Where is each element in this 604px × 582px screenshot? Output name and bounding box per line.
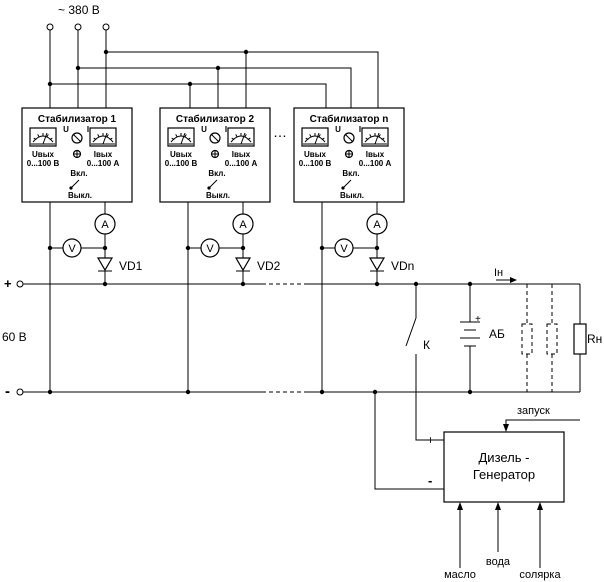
u-out-label: Uвых bbox=[304, 150, 327, 159]
plus-bus bbox=[16, 280, 580, 288]
generator-input-oil: масло bbox=[444, 569, 476, 581]
generator-title-line1: Дизель - bbox=[479, 450, 530, 465]
generator-plus-label: + bbox=[427, 433, 434, 447]
generator-input-water: вода bbox=[486, 556, 511, 568]
generator-input-diesel: солярка bbox=[519, 569, 561, 581]
generator-start-wire bbox=[505, 419, 580, 426]
stabilizer-box bbox=[159, 107, 271, 203]
load-current-arrowhead bbox=[510, 277, 517, 283]
power-on-label: Вкл. bbox=[342, 169, 359, 178]
adjust-knob-icon bbox=[210, 149, 220, 159]
diode-3 bbox=[368, 257, 386, 272]
u-out-range: 0...100 В bbox=[165, 159, 198, 168]
power-switch-icon bbox=[69, 179, 80, 190]
resistor-label: Rн bbox=[587, 332, 602, 346]
i-out-label: Iвых bbox=[232, 150, 251, 159]
stabilizer-title: Стабилизатор n bbox=[310, 113, 389, 125]
selector-u-label: U bbox=[201, 125, 207, 134]
ammeter-2: A bbox=[232, 213, 254, 235]
voltage-panel-meter-icon bbox=[29, 127, 57, 147]
voltmeter-label: V bbox=[206, 243, 214, 255]
voltmeter-1: V bbox=[62, 238, 82, 258]
power-switch-icon bbox=[341, 179, 352, 190]
generator-title-line2: Генератор bbox=[473, 467, 535, 482]
supply-phase-lines bbox=[49, 30, 379, 108]
supply-terminals bbox=[46, 23, 110, 31]
voltmeter-label: V bbox=[68, 243, 76, 255]
power-on-label: Вкл. bbox=[208, 169, 225, 178]
selector-u-label: U bbox=[63, 125, 69, 134]
voltage-panel-meter-icon bbox=[301, 127, 329, 147]
i-out-range: 0...100 А bbox=[359, 159, 392, 168]
i-out-range: 0...100 А bbox=[225, 159, 258, 168]
voltage-panel-meter-icon bbox=[167, 127, 195, 147]
selector-knob-icon bbox=[209, 132, 221, 144]
voltmeter-label: V bbox=[340, 243, 348, 255]
supply-label: ~ 380 В bbox=[58, 3, 100, 17]
selector-i-label: I bbox=[359, 125, 361, 134]
supply-junctions bbox=[47, 49, 249, 87]
i-out-label: Iвых bbox=[366, 150, 385, 159]
diode-label: VD2 bbox=[257, 259, 281, 273]
voltmeter-3: V bbox=[334, 238, 354, 258]
minus-bus bbox=[16, 388, 580, 396]
stabilizer-title: Стабилизатор 2 bbox=[176, 113, 255, 125]
plus-bus-label: + bbox=[4, 276, 12, 291]
voltmeter-2: V bbox=[200, 238, 220, 258]
diesel-generator bbox=[443, 431, 565, 503]
bus-voltage-label: 60 В bbox=[2, 330, 27, 344]
ammeter-1: A bbox=[94, 213, 116, 235]
diode-1 bbox=[96, 257, 114, 272]
battery-label: АБ bbox=[489, 327, 505, 341]
u-out-range: 0...100 В bbox=[299, 159, 332, 168]
generator-minus-label: - bbox=[428, 473, 432, 488]
current-panel-meter-icon bbox=[361, 127, 389, 147]
ammeter-label: A bbox=[373, 219, 381, 231]
generator-start-label: запуск bbox=[517, 405, 550, 417]
load-current-label: Iн bbox=[494, 267, 503, 279]
adjust-knob-icon bbox=[72, 149, 82, 159]
load-resistor bbox=[573, 284, 587, 392]
power-off-label: Выкл. bbox=[68, 191, 92, 200]
stabilizer-title: Стабилизатор 1 bbox=[38, 113, 117, 125]
generator-start-arrowhead bbox=[503, 424, 509, 432]
adjust-knob-icon bbox=[344, 149, 354, 159]
u-out-label: Uвых bbox=[32, 150, 55, 159]
dashed-loads bbox=[521, 284, 558, 392]
u-out-label: Uвых bbox=[170, 150, 193, 159]
i-out-label: Iвых bbox=[94, 150, 113, 159]
current-panel-meter-icon bbox=[227, 127, 255, 147]
minus-bus-label: - bbox=[5, 383, 10, 400]
selector-u-label: U bbox=[335, 125, 341, 134]
u-out-range: 0...100 В bbox=[27, 159, 60, 168]
selector-i-label: I bbox=[87, 125, 89, 134]
diode-label: VDn bbox=[391, 259, 414, 273]
diode-2 bbox=[234, 257, 252, 272]
selector-knob-icon bbox=[71, 132, 83, 144]
i-out-range: 0...100 А bbox=[87, 159, 120, 168]
ammeter-label: A bbox=[239, 219, 247, 231]
key-switch bbox=[405, 281, 444, 441]
power-switch-icon bbox=[207, 179, 218, 190]
battery bbox=[460, 281, 480, 395]
key-label: К bbox=[423, 338, 430, 352]
selector-i-label: I bbox=[225, 125, 227, 134]
modules-ellipsis: … bbox=[273, 124, 287, 140]
current-panel-meter-icon bbox=[89, 127, 117, 147]
diode-label: VD1 bbox=[119, 259, 143, 273]
generator-minus-wire bbox=[372, 389, 444, 490]
power-off-label: Выкл. bbox=[340, 191, 364, 200]
power-off-label: Выкл. bbox=[206, 191, 230, 200]
ammeter-3: A bbox=[366, 213, 388, 235]
battery-plus-label: + bbox=[475, 314, 481, 325]
ammeter-label: A bbox=[101, 219, 109, 231]
generator-input-arrows bbox=[457, 502, 543, 568]
selector-knob-icon bbox=[343, 132, 355, 144]
power-on-label: Вкл. bbox=[70, 169, 87, 178]
